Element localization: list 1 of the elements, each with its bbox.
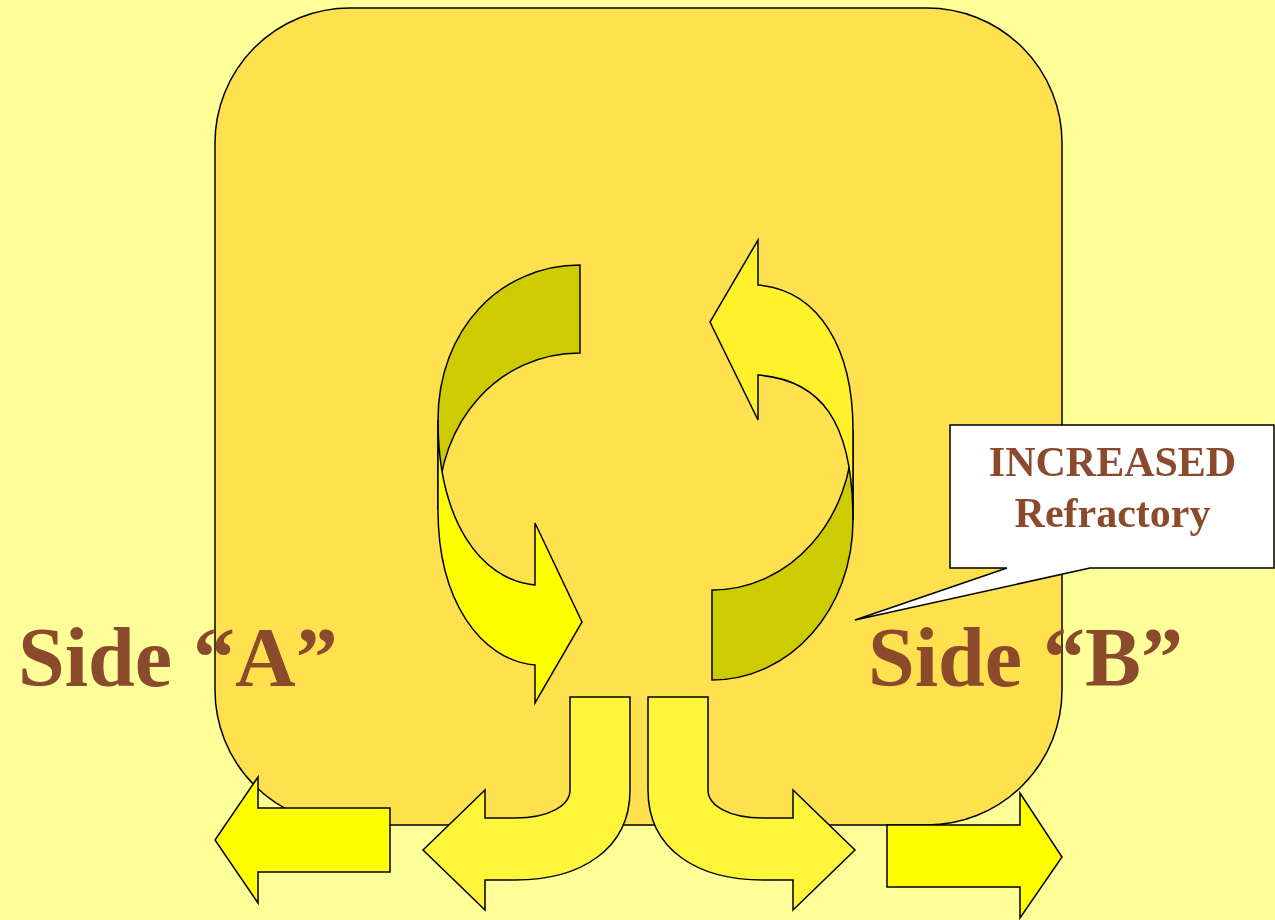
callout-text: INCREASED Refractory: [987, 438, 1238, 538]
